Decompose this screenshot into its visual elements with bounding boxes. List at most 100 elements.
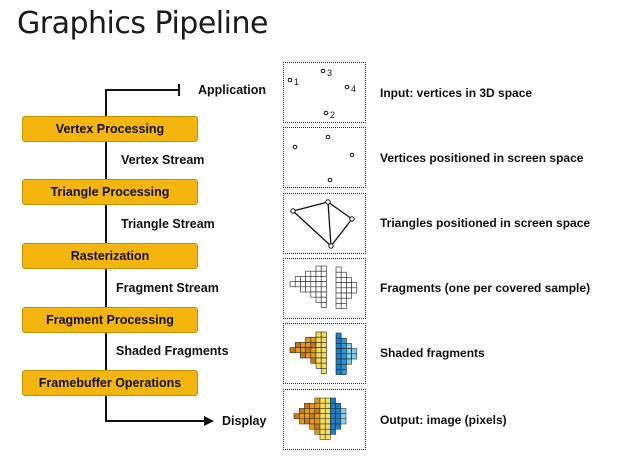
- fragment-cell: [335, 337, 342, 344]
- fragment-cell: [351, 348, 358, 355]
- vertex-label-1: 1: [294, 77, 299, 87]
- fragment-cell: [346, 353, 352, 360]
- output-pixel: [330, 402, 336, 409]
- panel-triangles: [283, 193, 366, 254]
- fragment-cell: [305, 276, 312, 282]
- vertex-label-2: 2: [330, 110, 335, 120]
- output-pixel: [340, 413, 347, 420]
- fragment-cell: [315, 347, 322, 354]
- application-arrow-line: [105, 89, 180, 91]
- stage-rasterization: Rasterization: [22, 243, 198, 269]
- fragment-cell: [340, 343, 347, 349]
- fragment-cell: [335, 287, 342, 294]
- fragment-cell: [320, 281, 327, 288]
- fragment-cell: [315, 276, 322, 282]
- fragment-cell: [294, 281, 301, 288]
- fragment-cell: [310, 286, 317, 293]
- fragment-cell: [300, 286, 306, 293]
- fragment-cell: [335, 277, 342, 283]
- fragment-cell: [315, 331, 322, 338]
- fragment-cell: [335, 363, 342, 370]
- fragment-cell: [294, 342, 301, 348]
- fragment-cell: [335, 292, 342, 299]
- fragment-cell: [335, 358, 342, 365]
- fragment-cell: [335, 332, 342, 339]
- fragment-cell: [340, 271, 347, 278]
- fragment-cell: [320, 291, 327, 298]
- fragment-cell: [335, 303, 342, 309]
- fragment-cell: [340, 277, 347, 283]
- stream-shaded-fragments: Shaded Fragments: [116, 344, 229, 358]
- pipeline-line-bottom: [105, 395, 107, 422]
- fragment-cell: [335, 348, 342, 355]
- desc-triangles: Triangles positioned in screen space: [380, 216, 591, 230]
- output-pixel: [340, 408, 347, 414]
- output-pixel: [324, 413, 331, 420]
- fragment-cell: [335, 353, 342, 360]
- display-arrow-line: [105, 420, 205, 422]
- output-pixel: [335, 408, 342, 414]
- fragment-cell: [320, 347, 327, 354]
- fragment-cell: [340, 363, 347, 370]
- fragment-cell: [305, 270, 312, 277]
- fragment-cell: [340, 287, 347, 294]
- fragment-cell: [305, 352, 312, 359]
- fragment-cell: [300, 281, 306, 288]
- output-pixel: [319, 423, 326, 430]
- fragment-cell: [351, 287, 358, 294]
- output-pixel: [330, 413, 336, 420]
- output-pixel: [319, 434, 326, 440]
- fragment-cell: [305, 347, 312, 354]
- fragment-cell: [335, 297, 342, 304]
- output-pixel: [319, 397, 326, 404]
- stage-vertex-processing: Vertex Processing: [22, 116, 198, 142]
- output-pixel: [330, 428, 336, 435]
- pipeline-line-top: [105, 89, 107, 116]
- output-pixel: [304, 413, 310, 420]
- panel-input-vertices: 1 3 4 2: [283, 62, 366, 123]
- output-pixel: [335, 423, 342, 430]
- output-pixel: [335, 402, 342, 409]
- fragment-cell: [305, 286, 312, 293]
- fragment-cell: [320, 336, 327, 343]
- desc-screen-vertices: Vertices positioned in screen space: [380, 151, 584, 165]
- fragment-cell: [340, 348, 347, 355]
- fragment-cell: [320, 265, 327, 272]
- fragment-cell: [346, 343, 352, 349]
- fragment-cell: [346, 292, 352, 299]
- stream-vertex: Vertex Stream: [121, 153, 205, 167]
- application-arrow-tick: [178, 84, 180, 96]
- fragment-cell: [335, 271, 342, 278]
- fragment-cell: [335, 282, 342, 289]
- fragment-cell: [346, 287, 352, 294]
- fragment-cell: [346, 348, 352, 355]
- display-arrow-head: [204, 416, 214, 426]
- fragment-cell: [346, 277, 352, 283]
- stage-framebuffer-operations: Framebuffer Operations: [22, 370, 198, 396]
- output-pixel: [298, 408, 305, 414]
- fragment-cell: [335, 369, 342, 375]
- stream-triangle: Triangle Stream: [121, 217, 215, 231]
- fragment-cell: [340, 292, 347, 299]
- fragment-cell: [340, 353, 347, 360]
- vertex-label-4: 4: [351, 84, 356, 94]
- output-pixel: [340, 418, 347, 425]
- output-pixel: [324, 402, 331, 409]
- output-pixel: [324, 428, 331, 435]
- output-pixel: [298, 413, 305, 420]
- fragment-cell: [315, 270, 322, 277]
- output-pixel: [309, 408, 316, 414]
- stream-fragment: Fragment Stream: [116, 281, 219, 295]
- output-pixel: [314, 423, 321, 430]
- fragment-cell: [310, 336, 317, 343]
- pipeline-line-4: [105, 333, 107, 370]
- output-pixel: [330, 418, 336, 425]
- output-pixel: [293, 413, 300, 420]
- output-pixel: [324, 423, 331, 430]
- output-pixel: [324, 408, 331, 414]
- fragment-cell: [320, 342, 327, 348]
- fragment-cell: [335, 343, 342, 349]
- fragment-cell: [300, 347, 306, 354]
- pipeline-line-2: [105, 205, 107, 244]
- output-pixel: [330, 423, 336, 430]
